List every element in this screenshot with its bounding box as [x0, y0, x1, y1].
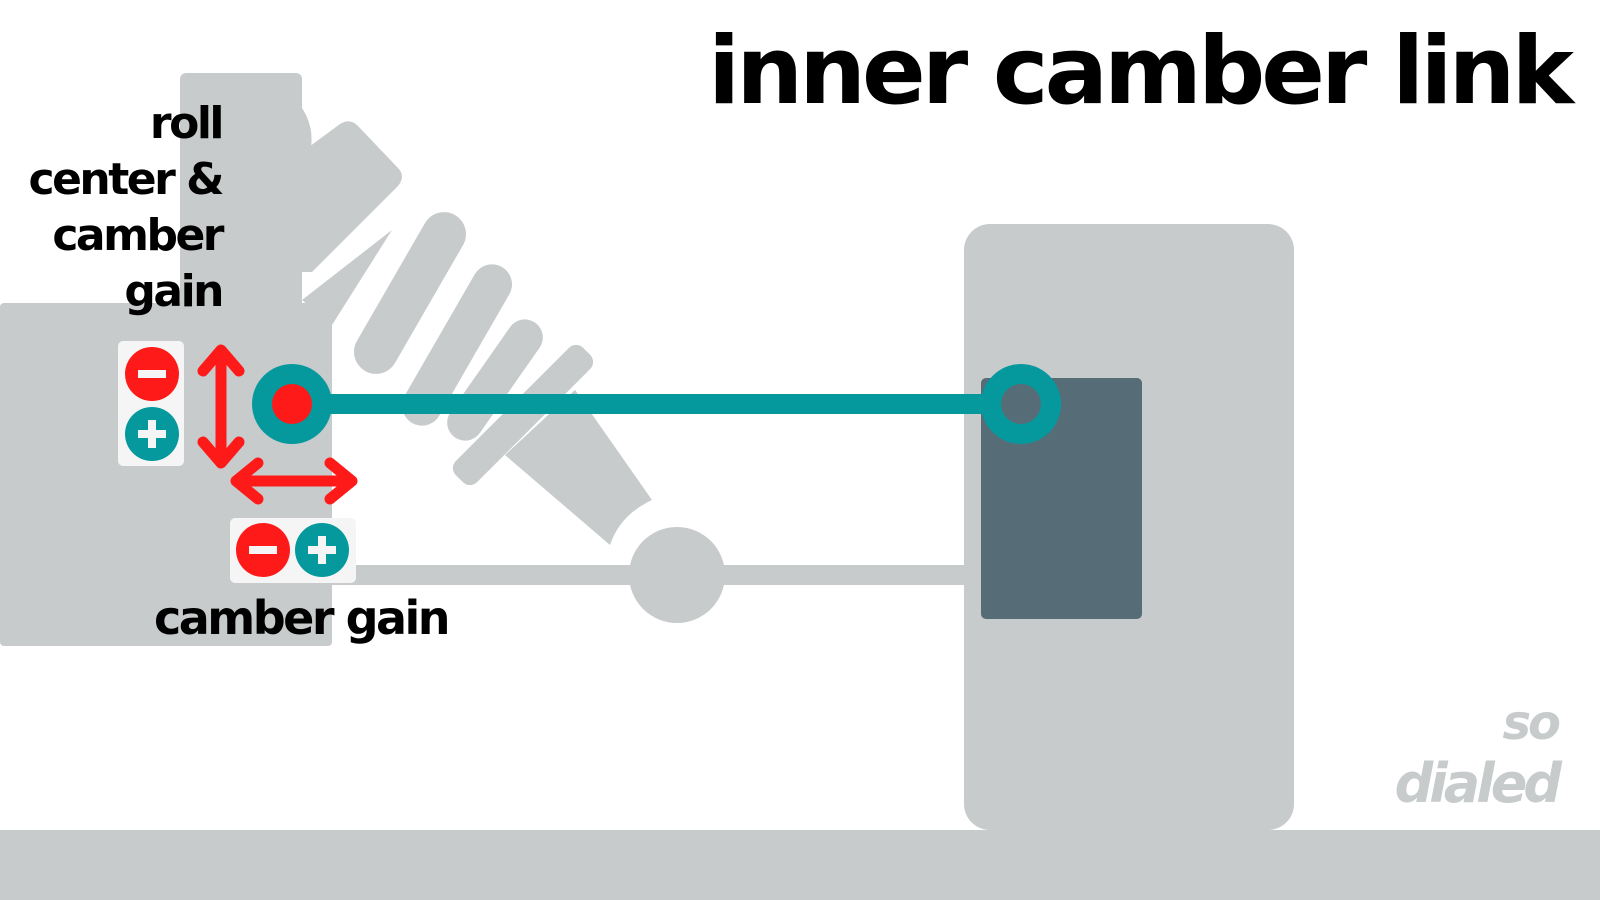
shock-collar [452, 344, 594, 486]
so-dialed-logo: so dialed [1394, 694, 1562, 816]
label-line: gain [124, 266, 224, 317]
plus-circle-icon[interactable] [295, 523, 349, 577]
roll-center-camber-gain-label: roll center & camber gain [28, 96, 225, 320]
spring-coil [402, 264, 512, 426]
label-line: center & [28, 154, 224, 205]
camber-gain-label: camber gain [154, 591, 451, 645]
shock-wedge [302, 230, 392, 325]
shock-tower [180, 73, 302, 313]
plus-circle-icon[interactable] [125, 407, 179, 461]
camber-link[interactable] [300, 394, 1024, 414]
double-arrow-vertical-icon [197, 344, 245, 469]
minus-circle-icon[interactable] [236, 523, 290, 577]
spring-coil [354, 212, 466, 374]
minus-circle-icon[interactable] [125, 347, 179, 401]
logo-line-1: so [1502, 695, 1561, 751]
shock-tower-bulge [300, 105, 312, 160]
ground [0, 830, 1600, 900]
outer-pivot-center [1001, 384, 1041, 424]
page-title: inner camber link [708, 17, 1574, 126]
shock-upper-body [302, 121, 402, 272]
double-arrow-horizontal-icon [230, 457, 358, 505]
shock-lower-body [505, 390, 652, 545]
lower-ball-joint [629, 527, 725, 623]
label-line: roll [149, 98, 225, 149]
label-line: camber [52, 210, 224, 261]
logo-line-2: dialed [1394, 752, 1562, 815]
inner-pivot-center [272, 384, 312, 424]
